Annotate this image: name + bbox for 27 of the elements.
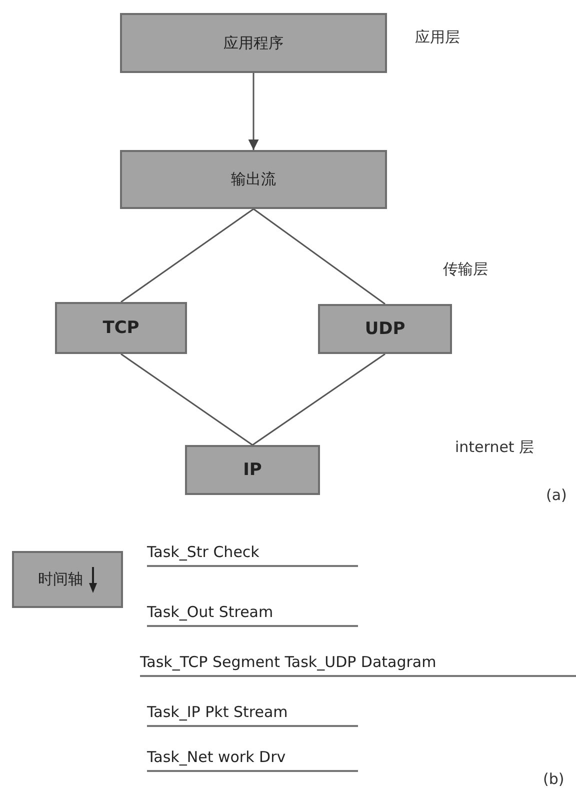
arrow (248, 73, 259, 150)
node-label: 输出流 (231, 170, 276, 189)
node-label: 时间轴 (38, 570, 83, 589)
connector-line (120, 208, 254, 303)
node-label: IP (243, 460, 262, 480)
connector-line (253, 208, 386, 305)
task-name: Task_TCP Segment Task_UDP Datagram (140, 653, 576, 677)
node-label: UDP (364, 319, 406, 339)
task-name: Task_IP Pkt Stream (147, 703, 358, 727)
layer-box (120, 150, 387, 209)
layer-label: internet 层 (455, 438, 534, 457)
task-name: Task_Net work Drv (147, 748, 358, 772)
task-name: Task_Out Stream (147, 603, 358, 627)
layer-box (185, 445, 320, 495)
layer-box (55, 302, 187, 354)
connector-line (252, 353, 386, 446)
connector-line (120, 353, 253, 446)
node-label: TCP (102, 318, 140, 338)
time-axis-box (12, 551, 123, 608)
panel-label: (b) (543, 770, 564, 788)
layer-box (318, 304, 452, 354)
panel-label: (a) (546, 486, 567, 504)
layer-box (120, 13, 387, 73)
layer-label: 传输层 (443, 260, 488, 279)
layer-label: 应用层 (415, 28, 460, 47)
node-label: 应用程序 (224, 34, 284, 52)
task-name: Task_Str Check (147, 543, 358, 567)
